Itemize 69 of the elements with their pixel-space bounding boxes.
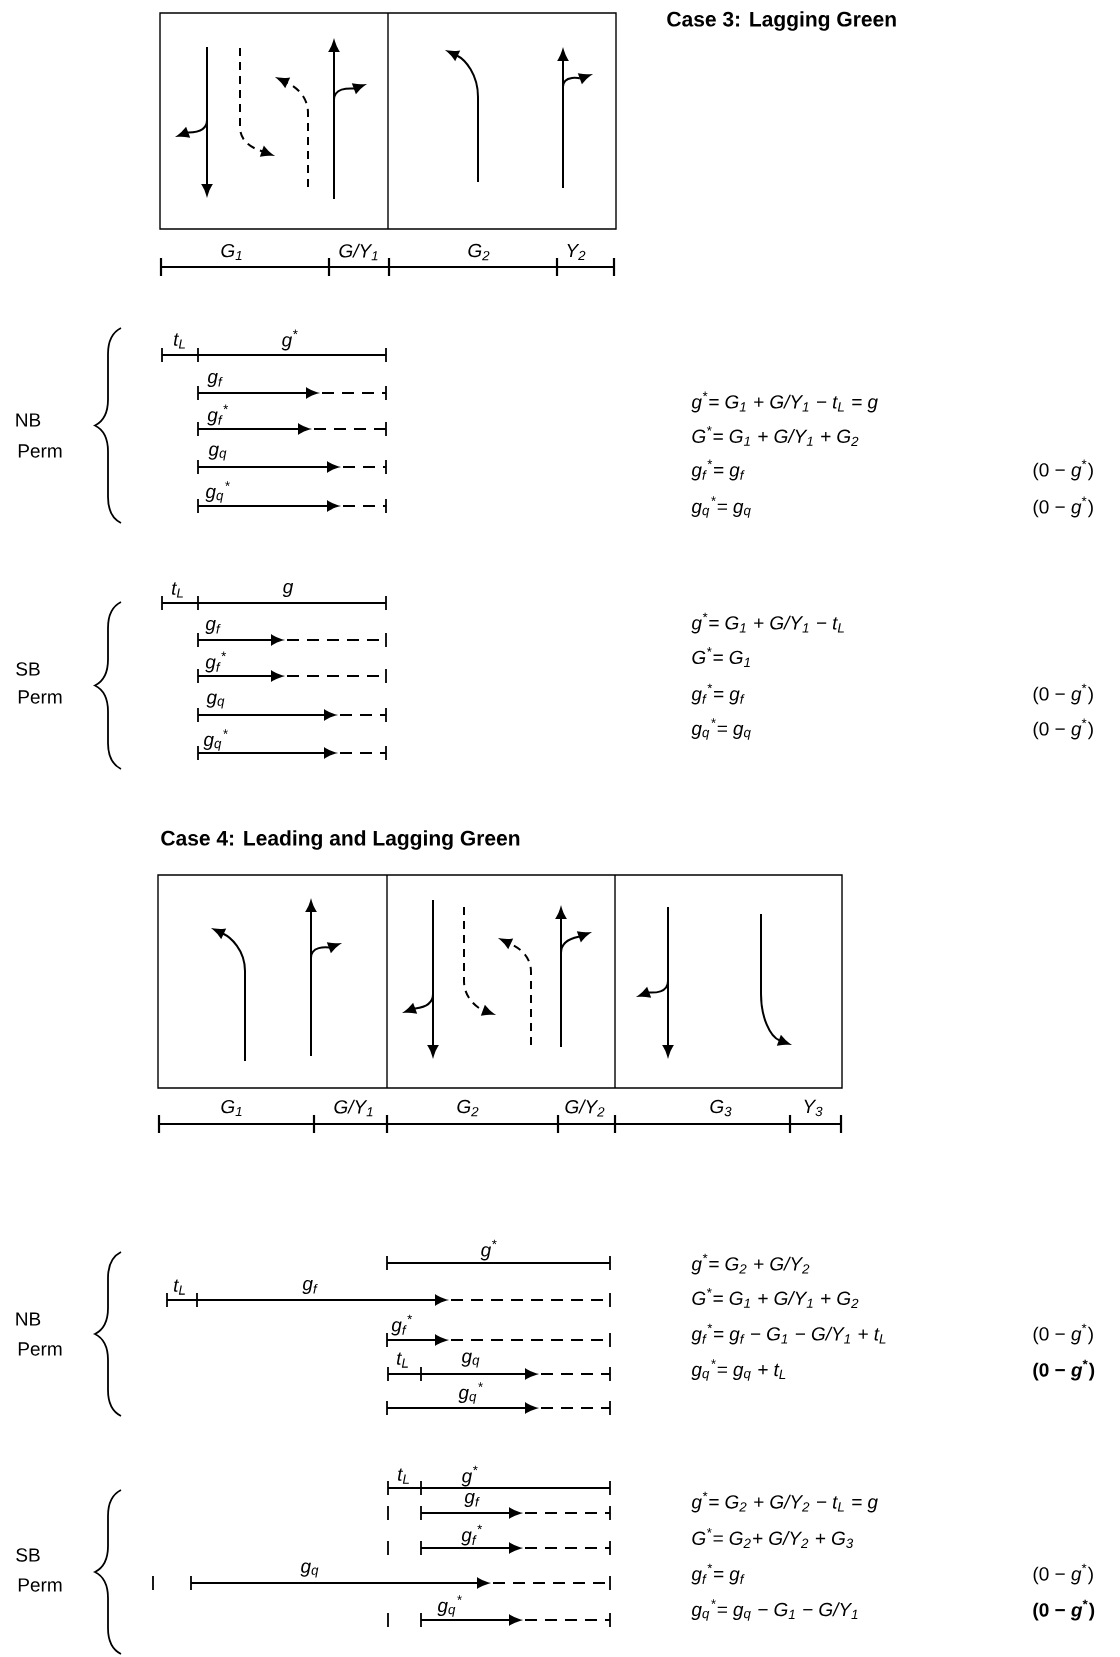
interval-label: g$_{q}$ [300, 1562, 319, 1578]
equation: G$^{*}$= G$_{1}$ + G/Y$_{1}$ + G$_{2}$ [692, 426, 859, 446]
interval-label: g$_{f}$* [461, 1524, 483, 1546]
range-note: (0 − g$^{*}$) [1033, 1563, 1093, 1585]
interval-label: g$^{*}$ [480, 1239, 497, 1261]
interval-label: g$_{q}$* [205, 481, 230, 503]
phase-label: G$_{3}$ [710, 1099, 732, 1117]
phase-label: G$_{2}$ [468, 243, 490, 261]
equation: g$_{f}$$^{*}$= g$_{f}$ − G$_{1}$ − G/Y$_{1}$ + t$_{L}$ [691, 1323, 886, 1345]
range-note: (0 − g$^{*}$) [1033, 683, 1093, 705]
phase-label: Y$_{2}$ [567, 243, 586, 261]
equation: g$_{f}$$^{*}$= g$_{f}$ [691, 1563, 745, 1585]
range-note: (0 − g$^{*}$) [1033, 1359, 1095, 1381]
direction-label: NB [16, 413, 41, 427]
interval-label: g$_{q}$* [437, 1595, 462, 1617]
range-note: (0 − g$^{*}$) [1033, 1599, 1095, 1621]
equation: G$^{*}$= G$_{1}$ + G/Y$_{1}$ + G$_{2}$ [692, 1288, 859, 1308]
equation: g$_{f}$$^{*}$= g$_{f}$ [691, 459, 745, 481]
interval-label: g$_{f}$ [207, 372, 223, 388]
direction-label: SB [16, 662, 40, 676]
equation: g$_{q}$$^{*}$= g$_{q}$ + t$_{L}$ [691, 1359, 786, 1381]
equation: g$_{q}$$^{*}$= g$_{q}$ [691, 496, 751, 518]
direction-label: SB [16, 1548, 40, 1562]
case-heading: Case 3: Lagging Green [667, 11, 896, 31]
equation: g$_{q}$$^{*}$= g$_{q}$ − G$_{1}$ − G/Y$_{1}$ [691, 1599, 858, 1621]
interval-label: t$_{L}$ [174, 1279, 185, 1295]
equation: g$^{*}$= G$_{2}$ + G/Y$_{2}$ [691, 1253, 810, 1275]
direction-label: NB [16, 1312, 41, 1326]
equation: g$_{q}$$^{*}$= g$_{q}$ [691, 718, 751, 740]
phase-label: G$_{1}$ [221, 243, 242, 261]
interval-label: g$_{f}$ [302, 1279, 318, 1295]
interval-label: g$_{q}$ [461, 1352, 480, 1368]
phase-label: G/Y$_{1}$ [339, 243, 378, 261]
interval-label: g$_{q}$* [458, 1382, 483, 1404]
phase-label: G$_{1}$ [221, 1099, 242, 1117]
interval-label: g$_{q}$* [203, 729, 228, 751]
interval-label: g$_{f}$* [205, 651, 227, 673]
interval-label: t$_{L}$ [398, 1468, 409, 1484]
equation: g$^{*}$= G$_{1}$ + G/Y$_{1}$ − t$_{L}$ = g [691, 391, 878, 413]
phase-label: Y$_{3}$ [804, 1099, 823, 1117]
equation: G$^{*}$= G$_{1}$ [692, 647, 750, 667]
equation: g$^{*}$= G$_{1}$ + G/Y$_{1}$ − t$_{L}$ [691, 612, 844, 634]
interval-label: g [282, 582, 294, 598]
interval-label: t$_{L}$ [397, 1352, 408, 1368]
interval-label: g$_{f}$* [391, 1314, 413, 1336]
interval-label: g$^{*}$ [461, 1465, 478, 1487]
range-note: (0 − g$^{*}$) [1033, 459, 1093, 481]
case-heading: Case 4: Leading and Lagging Green [161, 830, 520, 850]
interval-label: g$_{f}$ [205, 619, 221, 635]
interval-label: g$_{f}$ [464, 1492, 480, 1508]
phase-label: G$_{2}$ [457, 1099, 479, 1117]
phase-label: G/Y$_{1}$ [334, 1099, 373, 1117]
interval-label: g$^{*}$ [281, 329, 298, 351]
phase-label: G/Y$_{2}$ [565, 1099, 605, 1117]
interval-label: g$_{f}$* [207, 404, 229, 426]
range-note: (0 − g$^{*}$) [1033, 496, 1093, 518]
direction-label: Perm [18, 690, 62, 704]
range-note: (0 − g$^{*}$) [1033, 1323, 1093, 1345]
interval-label: t$_{L}$ [174, 333, 185, 349]
interval-label: g$_{q}$ [208, 445, 227, 461]
direction-label: Perm [18, 1342, 62, 1356]
range-note: (0 − g$^{*}$) [1033, 718, 1093, 740]
equation: g$_{f}$$^{*}$= g$_{f}$ [691, 683, 745, 705]
interval-label: t$_{L}$ [172, 582, 183, 598]
interval-label: g$_{q}$ [206, 693, 225, 709]
equation: g$^{*}$= G$_{2}$ + G/Y$_{2}$ − t$_{L}$ = g [691, 1491, 878, 1513]
direction-label: Perm [18, 444, 62, 458]
equation: G$^{*}$= G$_{2}$+ G/Y$_{2}$ + G$_{3}$ [692, 1528, 854, 1548]
direction-label: Perm [18, 1578, 62, 1592]
